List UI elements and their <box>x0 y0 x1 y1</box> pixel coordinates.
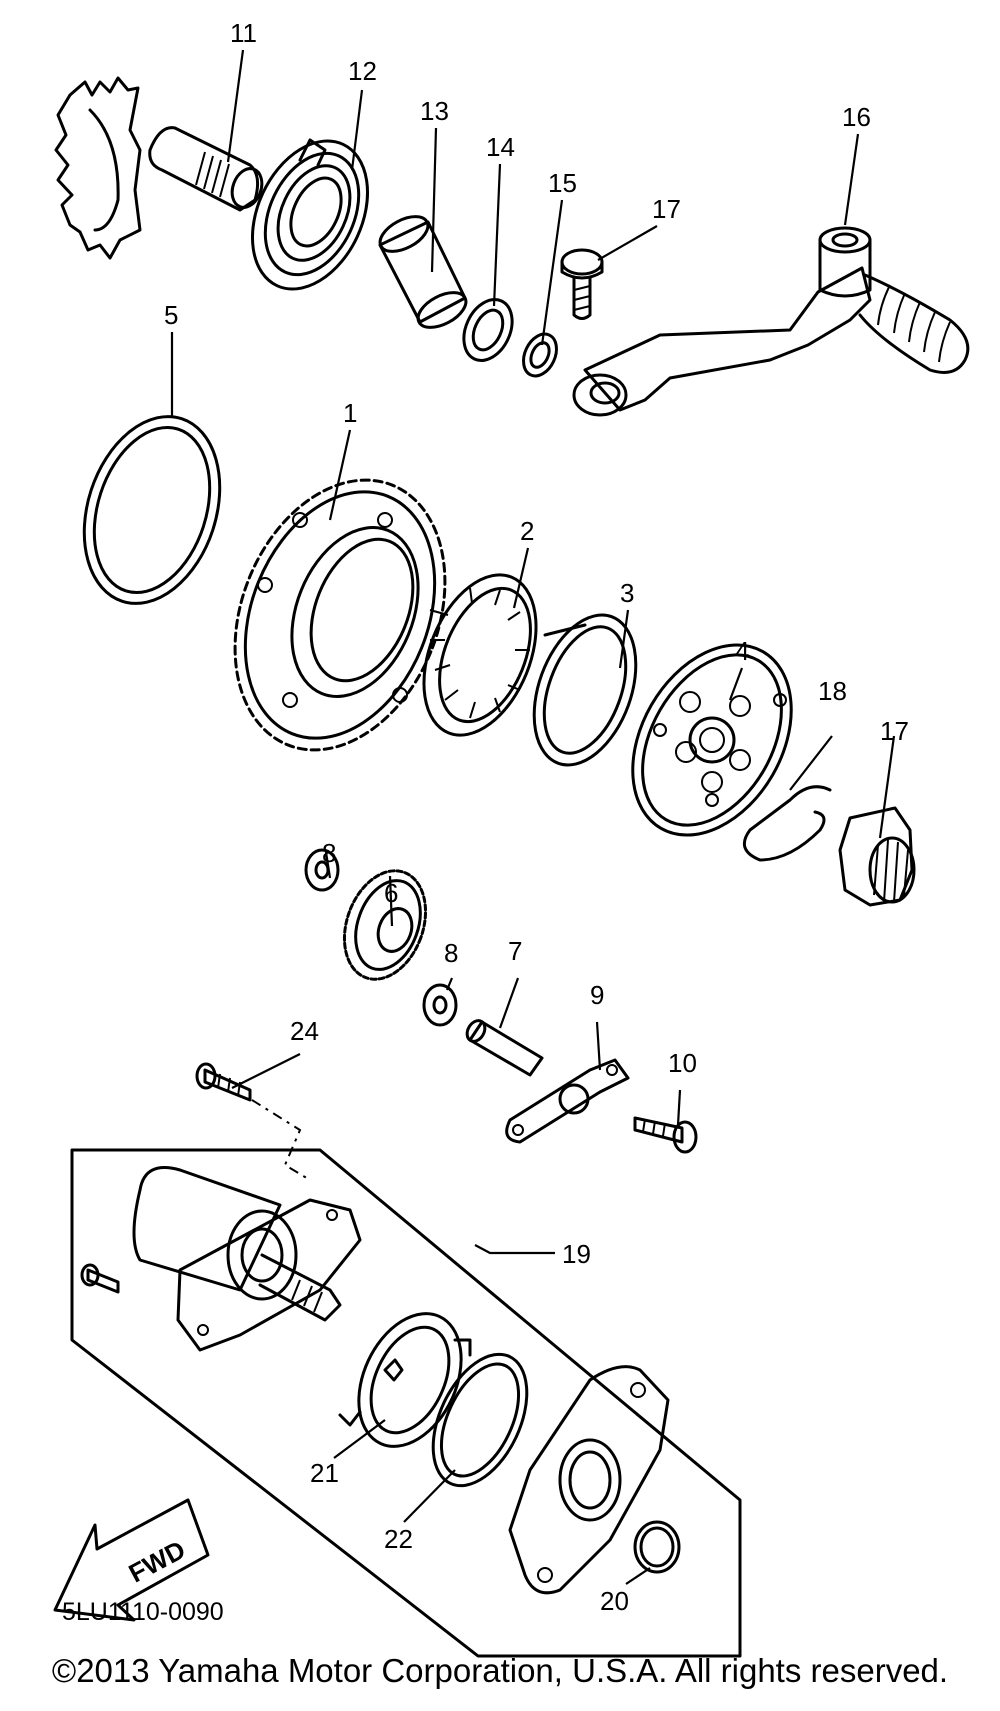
callout-4: 5 <box>164 300 178 330</box>
callout-19: 18 <box>818 676 847 706</box>
starter-motor <box>132 1166 362 1352</box>
callout-11: 11 <box>230 18 257 48</box>
part-9-plate <box>505 1058 630 1144</box>
part-1-starter-wheel-gear <box>233 478 447 752</box>
part-23-oring <box>431 1352 529 1488</box>
part-22-brush-holder <box>338 1312 472 1448</box>
callout-16: 16 <box>842 102 871 132</box>
callout-17: 17 <box>652 194 681 224</box>
callout-21: 20 <box>600 1586 629 1616</box>
fwd-arrow-text: FWD <box>124 1534 190 1588</box>
part-19-spring-clip <box>742 785 832 862</box>
part-17-bolt <box>560 248 604 320</box>
part-4-oring <box>82 415 222 605</box>
callout-8-left: 8 <box>322 838 336 868</box>
part-11-kick-axle <box>54 76 264 260</box>
callout-13: 13 <box>420 96 449 126</box>
callout-3: 3 <box>620 578 634 608</box>
callout-2: 2 <box>520 516 534 546</box>
callout-5: 4 <box>735 636 749 666</box>
part-12-kick-spring <box>250 138 370 291</box>
starter-cover <box>508 1365 670 1595</box>
part-7-shaft <box>465 1019 544 1077</box>
callout-6: 6 <box>384 878 398 908</box>
part-6-idler-gear <box>342 869 428 981</box>
callout-23: 22 <box>384 1524 413 1554</box>
callout-10: 10 <box>668 1048 697 1078</box>
callout-15: 15 <box>548 168 577 198</box>
callout-8-right: 8 <box>444 938 458 968</box>
callout-7: 7 <box>508 936 522 966</box>
part-14-washer <box>462 298 514 362</box>
part-18-drive-gear <box>838 806 916 907</box>
diagram-code: 5LU1110-0090 <box>62 1598 224 1626</box>
part-5-clutch-plate <box>631 643 793 837</box>
starter-bolt-small <box>80 1263 120 1294</box>
callout-22: 21 <box>310 1458 339 1488</box>
part-20-assembly-outline <box>70 1148 742 1658</box>
part-15-circlip <box>522 332 558 378</box>
callout-12: 12 <box>348 56 377 86</box>
part-2-one-way-clutch <box>422 573 538 737</box>
callout-14: 14 <box>486 132 515 162</box>
callout-18: 17 <box>880 716 909 746</box>
callout-20: 19 <box>562 1239 591 1269</box>
callout-1: 1 <box>343 398 357 428</box>
part-3-ring <box>532 613 638 767</box>
callout-9: 9 <box>590 980 604 1010</box>
copyright-notice: ©2013 Yamaha Motor Corporation, U.S.A. A… <box>51 1652 949 1689</box>
part-16-kick-crank <box>572 226 970 417</box>
assembly-centerline <box>251 1099 311 1181</box>
part-13-bushing <box>378 215 468 329</box>
part-10-screw <box>633 1116 698 1154</box>
callout-24: 24 <box>290 1016 319 1046</box>
part-21-oring <box>633 1520 681 1574</box>
part-8-washer-right <box>422 983 458 1027</box>
leader-lines <box>170 49 896 1585</box>
